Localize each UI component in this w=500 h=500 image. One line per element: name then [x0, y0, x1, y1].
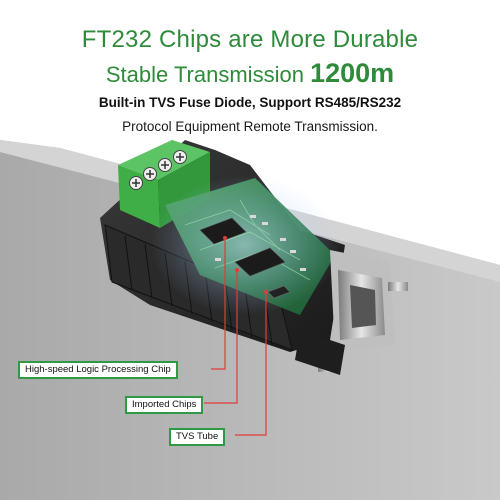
headline-line2-text: Stable Transmission [105, 62, 304, 87]
logic-chip-icon [199, 217, 247, 245]
terminal-screw-icon [129, 150, 187, 190]
tvs-tube-icon [267, 285, 291, 299]
imported-chip-icon [234, 247, 286, 277]
callout-leader-lines [204, 238, 267, 436]
converter-device [100, 140, 408, 375]
headline-distance: 1200m [310, 58, 395, 88]
db9-connector [295, 250, 408, 375]
subtitle-line2: Protocol Equipment Remote Transmission. [122, 119, 378, 134]
pcb-cutaway [150, 175, 340, 315]
headline-line2: Stable Transmission 1200m [0, 58, 500, 89]
callout-imported-chips: Imported Chips [125, 396, 204, 414]
callout-tvs-tube: TVS Tube [169, 428, 226, 446]
headline-line1: FT232 Chips are More Durable [81, 26, 419, 53]
subtitle-line1: Built-in TVS Fuse Diode, Support RS485/R… [98, 95, 402, 110]
callout-logic-chip: High-speed Logic Processing Chip [18, 361, 178, 379]
